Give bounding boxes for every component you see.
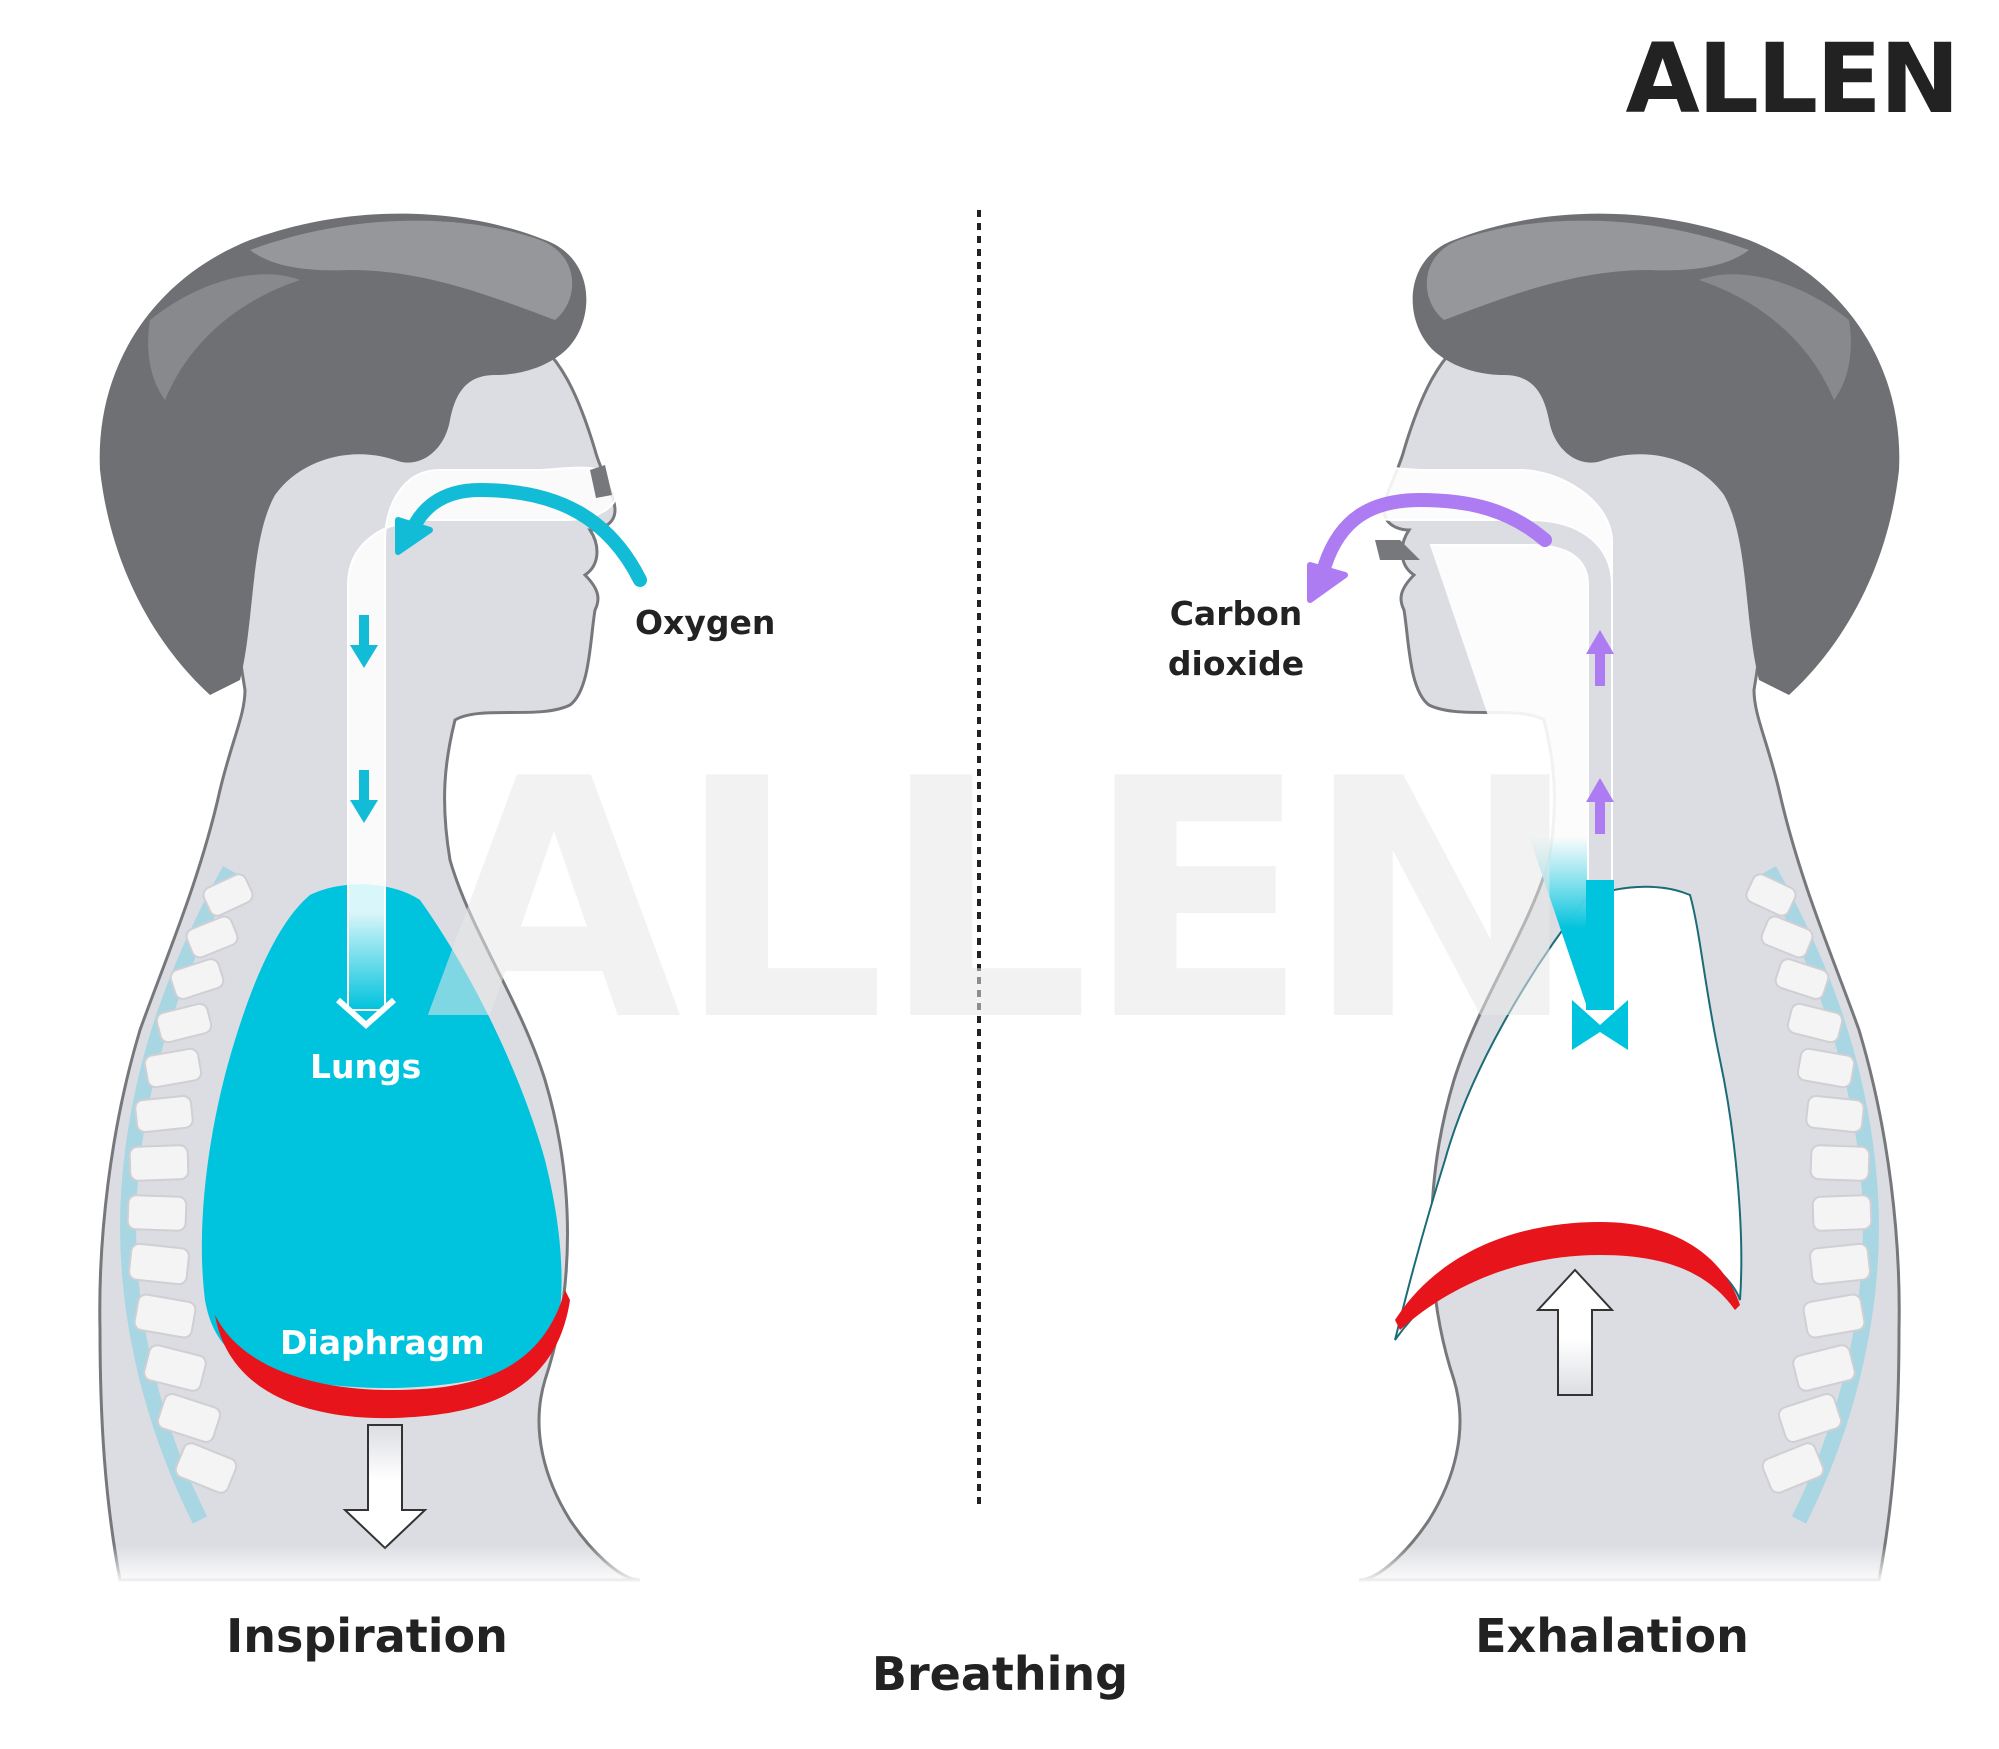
lungs-label: Lungs — [310, 1047, 421, 1086]
diaphragm-up-arrow — [1535, 1268, 1615, 1396]
inspiration-hair — [99, 213, 587, 695]
exhalation-airway — [1342, 466, 1613, 1010]
diagram-title: Breathing — [872, 1647, 1128, 1701]
inspiration-diaphragm — [215, 1290, 570, 1419]
diaphragm-down-arrow — [342, 1424, 428, 1550]
inspiration-lungs — [201, 884, 562, 1388]
co2-outflow-arrow — [1318, 492, 1552, 572]
oxygen-down-arrows — [350, 615, 378, 823]
exhalation-caption: Exhalation — [1475, 1609, 1749, 1663]
watermark-text: ALLEN — [426, 709, 1574, 1093]
exhalation-figure — [1307, 213, 1901, 1582]
oxygen-label: Oxygen — [635, 603, 775, 642]
co2-up-arrows — [1586, 630, 1614, 834]
exhalation-spine — [1745, 866, 1879, 1524]
exhalation-diaphragm — [1395, 1222, 1740, 1330]
brand-logo: ALLEN — [1625, 23, 1958, 135]
exhalation-hair — [1412, 213, 1900, 695]
inspiration-figure — [98, 213, 647, 1582]
oxygen-inflow-arrow — [403, 482, 647, 587]
inspiration-airway — [347, 466, 618, 1011]
inspiration-caption: Inspiration — [226, 1609, 508, 1663]
diaphragm-label: Diaphragm — [280, 1323, 485, 1362]
co2-label-line2: dioxide — [1168, 644, 1304, 683]
inspiration-spine — [120, 866, 254, 1524]
co2-label-line1: Carbon — [1170, 594, 1303, 633]
